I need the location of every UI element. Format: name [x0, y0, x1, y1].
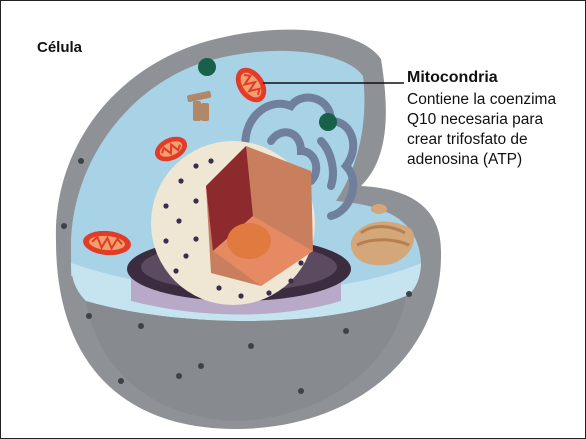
diagram-title: Célula	[37, 39, 82, 56]
nucleolus	[227, 223, 271, 259]
vesicle-green	[198, 58, 216, 76]
vesicle-green	[319, 113, 337, 131]
callout-description: Contiene la coenzima Q10 necesaria para …	[407, 90, 577, 170]
callout-heading: Mitocondria	[407, 69, 498, 87]
